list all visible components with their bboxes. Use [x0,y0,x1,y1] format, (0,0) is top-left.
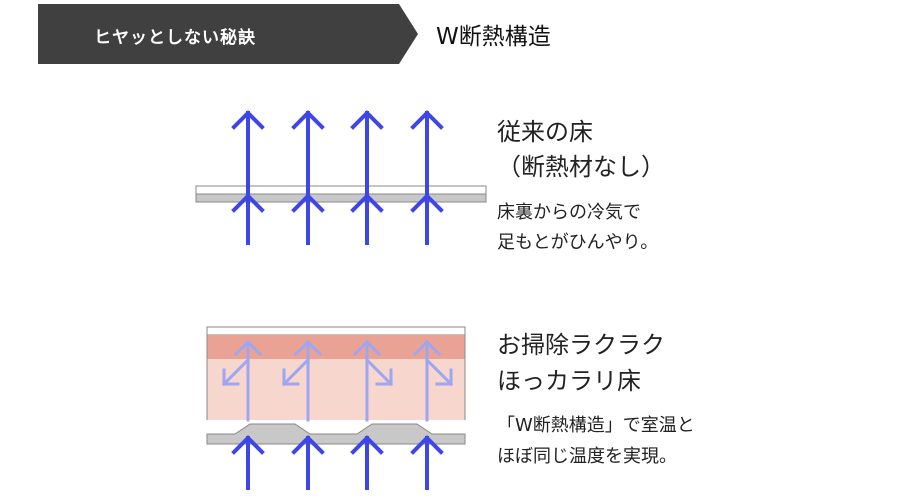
banner-label: ヒヤッとしない秘訣 [94,28,256,48]
bottom-title-line2: ほっカラリ床 [497,367,641,395]
banner: ヒヤッとしない秘訣 [38,4,418,64]
deflected-arrow-right [352,339,394,422]
cold-arrow [350,435,384,490]
conventional-floor [195,185,487,203]
insulation-body [207,359,465,420]
base-panel [206,423,466,445]
deflected-arrow-right [412,339,454,422]
floor-surface [206,326,466,336]
cold-air-arrows-bottom [231,435,444,490]
cold-air-arrows-top [231,110,444,245]
bottom-desc-line1: 「W断熱構造」で室温と [497,415,695,436]
bottom-desc-line2: ほぼ同じ温度を実現。 [497,446,677,467]
cold-arrow [410,110,444,245]
deflected-arrows [221,339,454,422]
insulated-floor [206,326,466,445]
deflected-arrow-left [221,339,263,422]
cold-arrow [291,110,325,245]
cold-arrow [231,110,265,245]
top-desc-line1: 床裏からの冷気で [497,202,641,223]
deflected-arrow-left [281,339,323,422]
cold-arrow [231,435,265,490]
cold-arrow [410,435,444,490]
bottom-title-line1: お掃除ラクラク [497,331,665,359]
cold-arrow [291,435,325,490]
heading: W断熱構造 [436,24,551,50]
top-title-line2: （断熱材なし） [497,153,665,181]
floor-board-top [195,185,487,195]
cold-arrow [350,110,384,245]
top-title-line1: 従来の床 [497,118,593,146]
top-desc-line2: 足もとがひんやり。 [497,232,659,253]
floor-board-bottom [195,193,487,203]
